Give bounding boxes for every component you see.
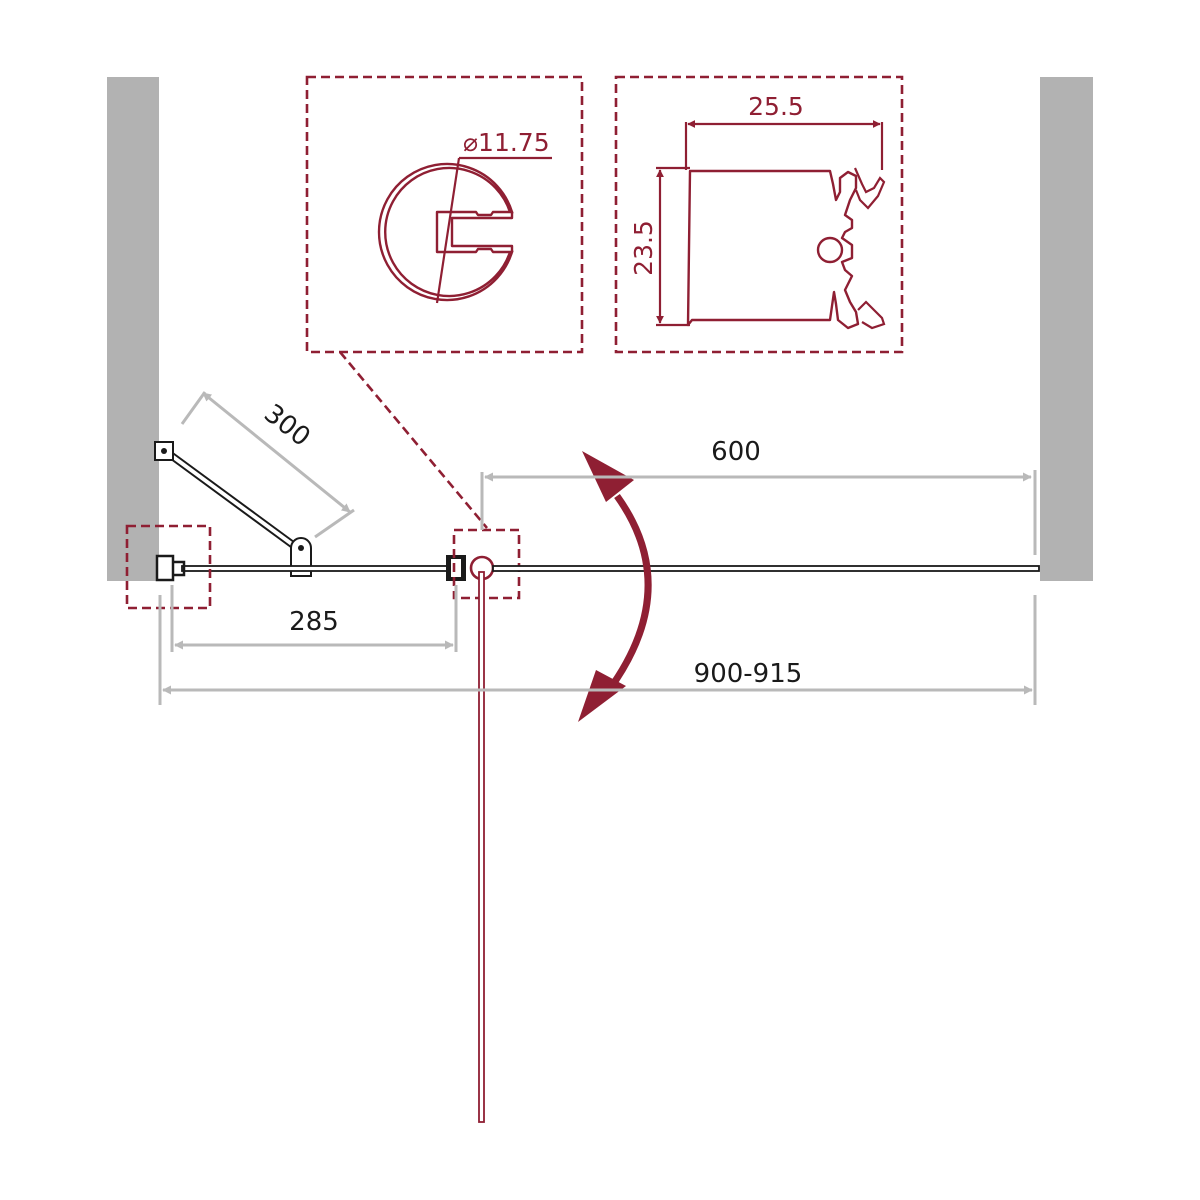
hinge-detail-leader [339,351,488,529]
fixed-panel-dimension: 285 [170,585,458,652]
wall-profile-plan [155,554,175,582]
hinge-detail-frame [305,75,584,354]
brace-glass-clamp-screw [298,545,304,551]
door-swing-arc [606,493,652,693]
brace-bar-bottom [166,455,296,551]
wall-profile-plan-clip [173,560,186,577]
left-wall [107,77,159,581]
hinge-diameter-line [435,157,461,304]
wall-profile-outline [686,169,860,330]
hinge-detail-marker [452,528,521,600]
hinge-diameter-label: ⌀11.75 [463,128,550,157]
brace-dim-ext-bottom [314,508,355,539]
profile-detail: 25.5 23.5 [614,75,904,354]
profile-width-label: 25.5 [748,92,804,121]
brace-dim-line [202,391,351,514]
door-hinge [339,351,521,600]
door-glass-open [478,571,485,1123]
profile-height-label: 23.5 [629,220,658,276]
total-width-label: 900-915 [694,659,803,689]
door-opening-dimension: 600 [480,437,1037,555]
wall-profile-detail-marker [125,524,212,610]
total-width-dimension: 900-915 [158,595,1037,705]
wall-profile-slot [816,236,844,264]
fixed-glass-panel [181,565,451,572]
swing-door [478,451,1040,1123]
brace-bar-top [169,450,299,546]
hinge-detail: ⌀11.75 [305,75,584,354]
door-swing-arrow-bottom [578,670,626,722]
door-glass-closed [492,565,1040,572]
fixed-panel-label: 285 [289,607,339,637]
hinge-block-inner [451,559,461,577]
right-wall [1040,77,1093,581]
profile-detail-frame [614,75,904,354]
support-brace: 300 [154,391,355,577]
brace-wall-mount-screw [161,448,167,454]
brace-dim-ext-top [180,391,207,425]
door-opening-label: 600 [711,437,761,467]
wall-profile-fins [853,167,886,330]
